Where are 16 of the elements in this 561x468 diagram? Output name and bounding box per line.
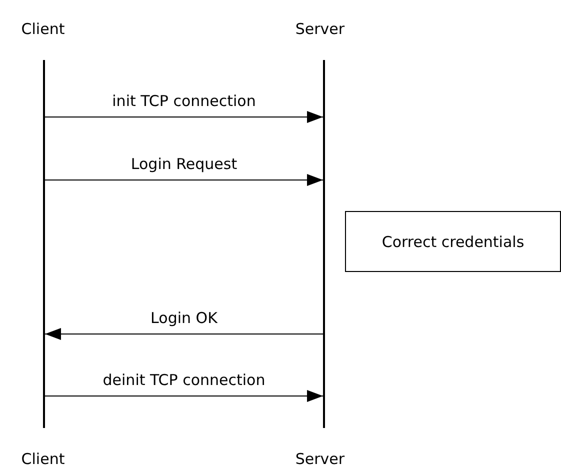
lifeline <box>43 60 45 428</box>
message-label: deinit TCP connection <box>102 371 266 389</box>
participant-name: Server <box>295 450 345 468</box>
message-arrow <box>44 111 324 123</box>
note-text: Correct credentials <box>382 232 524 250</box>
message-arrow <box>44 174 324 186</box>
message-label: Login Request <box>130 155 238 173</box>
message-label: Login OK <box>150 309 218 327</box>
note-box <box>345 211 561 272</box>
participant-name: Client <box>21 450 65 468</box>
message-arrow <box>44 390 324 402</box>
participant-name: Client <box>21 20 65 38</box>
message-label: init TCP connection <box>112 92 256 110</box>
message-arrow <box>44 328 324 340</box>
lifeline <box>323 60 325 428</box>
participant-name: Server <box>295 20 345 38</box>
